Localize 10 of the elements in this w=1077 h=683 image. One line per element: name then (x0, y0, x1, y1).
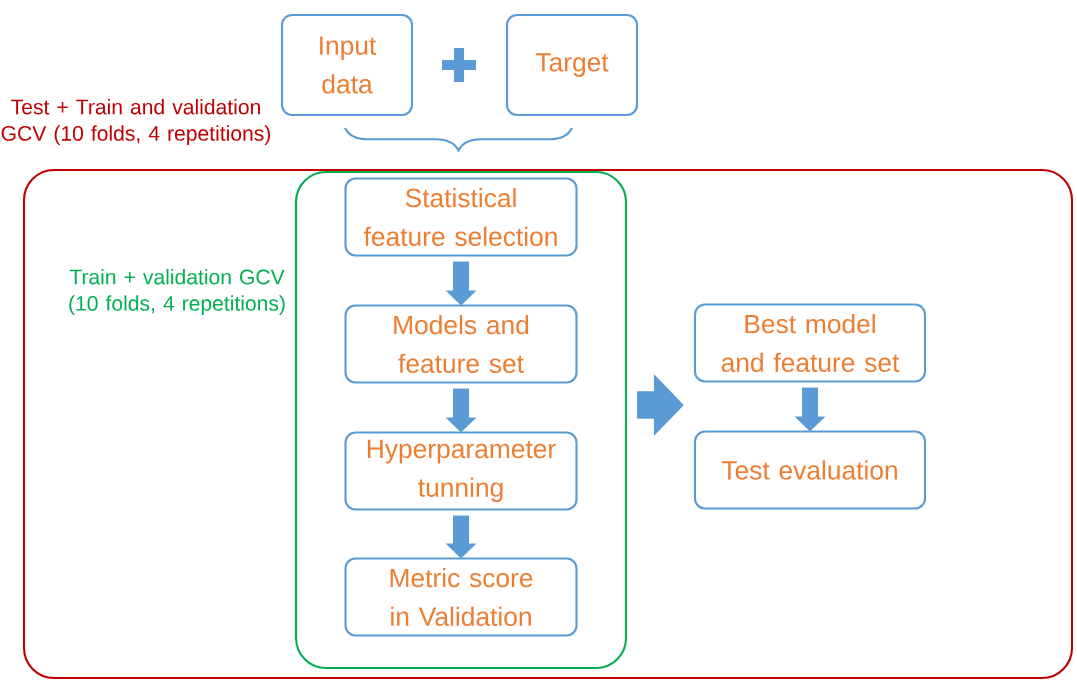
process-box: Hyperparameter tunning (344, 431, 578, 511)
process-box: Statistical feature selection (344, 177, 578, 257)
box-label: Train + validation GCV (10 folds, 4 repetitions) (69, 269, 285, 315)
process-box: Target (505, 13, 639, 117)
process-box: Test evaluation (693, 430, 927, 510)
process-box: Input data (280, 13, 414, 117)
process-box: Metric score in Validation (344, 557, 578, 637)
process-box: Models and feature set (344, 304, 578, 384)
process-box: Best model and feature set (693, 303, 927, 383)
box-heading: Test + Train and validation GCV (10 folds, 4 repetitions) (1, 99, 270, 145)
